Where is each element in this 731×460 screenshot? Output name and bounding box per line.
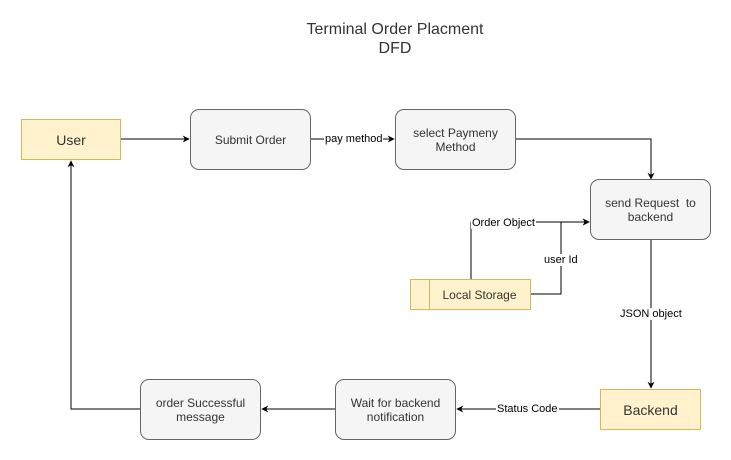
edge-label-order-object: Order Object (471, 217, 536, 229)
diagram-title: Terminal Order Placment DFD (0, 20, 731, 58)
edge-label-pay-method: pay method (324, 133, 384, 145)
local-storage-label: Local Storage (442, 287, 517, 302)
wait-backend-label-line1: Wait for backend (350, 395, 441, 410)
submit-order-process[interactable]: Submit Order (190, 109, 311, 170)
local-storage-datastore[interactable]: Local Storage (410, 279, 531, 310)
select-payment-process[interactable]: select Paymeny Method (395, 109, 516, 170)
submit-order-label: Submit Order (214, 132, 287, 147)
send-request-label-line1: send Request to (605, 195, 696, 210)
edge-label-json-object: JSON object (619, 308, 683, 320)
local-storage-divider (429, 280, 430, 309)
select-payment-label-line2: Method (435, 139, 476, 154)
order-success-process[interactable]: order Successful message (140, 379, 261, 440)
edge-local-storage-order-object (470, 218, 590, 279)
user-entity-label: User (56, 131, 86, 148)
send-request-label-line2: backend (627, 209, 674, 224)
order-success-label-line2: message (176, 409, 225, 424)
backend-entity[interactable]: Backend (600, 389, 701, 430)
edge-order-success-to-user (67, 160, 140, 410)
user-entity[interactable]: User (21, 119, 121, 160)
edge-label-status-code: Status Code (496, 403, 559, 415)
diagram-title-line2: DFD (378, 40, 412, 57)
wait-backend-process[interactable]: Wait for backend notification (335, 379, 456, 440)
send-request-process[interactable]: send Request to backend (590, 179, 711, 240)
edge-label-user-id: user Id (543, 254, 579, 266)
wait-backend-label-line2: notification (366, 409, 425, 424)
select-payment-label-line1: select Paymeny (413, 125, 498, 140)
order-success-label-line1: order Successful (155, 395, 246, 410)
edge-select-payment-to-send-request (516, 138, 655, 180)
backend-entity-label: Backend (623, 401, 678, 418)
diagram-title-line1: Terminal Order Placment (306, 21, 484, 38)
